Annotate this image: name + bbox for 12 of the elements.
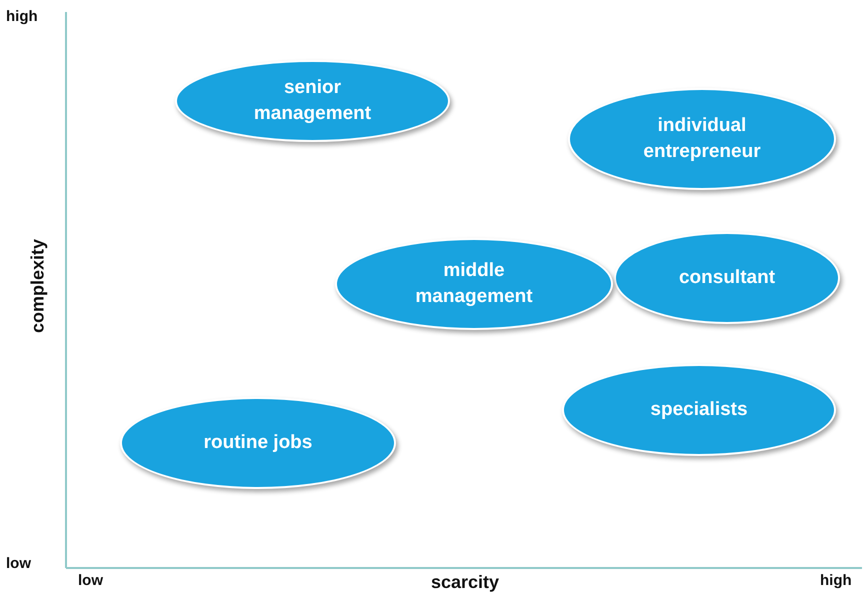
job-label: middle management (414, 259, 534, 309)
job-label: senior management (252, 76, 372, 126)
axis-end-label: low (78, 572, 103, 589)
job-label: consultant (678, 266, 776, 290)
axis-end-label: high (6, 8, 38, 25)
job-label: individual entrepreneur (642, 114, 762, 164)
axis-end-label: low (6, 555, 31, 572)
axis-title: scarcity (430, 572, 500, 593)
axis-end-label: high (820, 572, 852, 589)
axis-title: complexity (28, 238, 48, 334)
job-label: specialists (650, 398, 748, 422)
job-label: routine jobs (204, 431, 312, 455)
